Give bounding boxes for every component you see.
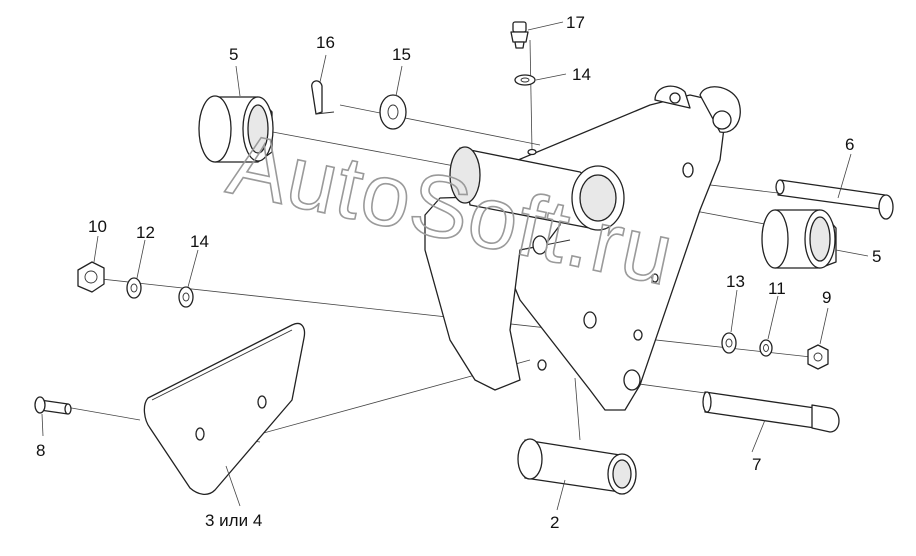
callout-14-top: 14 xyxy=(572,65,591,84)
callout-6: 6 xyxy=(845,135,854,154)
callout-16: 16 xyxy=(316,33,335,52)
grease-fitting-17 xyxy=(510,21,529,49)
nut-9 xyxy=(807,344,829,370)
callout-7: 7 xyxy=(752,455,761,474)
washer-14-top xyxy=(514,74,536,86)
cotter-pin-16 xyxy=(311,80,335,115)
callout-5-right: 5 xyxy=(872,247,881,266)
washer-14-left xyxy=(178,286,194,308)
bushing-2 xyxy=(517,438,637,495)
callout-14-left: 14 xyxy=(190,232,209,251)
callout-5-top: 5 xyxy=(229,45,238,64)
callout-3-or-4: 3 или 4 xyxy=(205,511,262,530)
washer-11 xyxy=(759,339,773,357)
callout-12: 12 xyxy=(136,223,155,242)
callout-labels: 5 16 15 17 14 6 5 10 12 14 13 11 9 7 8 3… xyxy=(36,13,881,532)
washer-15 xyxy=(379,94,407,130)
plate-3-4 xyxy=(143,322,306,495)
bolt-7 xyxy=(702,391,840,433)
callout-15: 15 xyxy=(392,45,411,64)
callout-11: 11 xyxy=(768,279,786,298)
callout-8: 8 xyxy=(36,441,45,460)
callout-leaders xyxy=(41,21,869,511)
callout-13: 13 xyxy=(726,272,745,291)
washer-12 xyxy=(126,277,142,299)
callout-2: 2 xyxy=(550,513,559,532)
main-bracket xyxy=(424,85,741,411)
pin-8 xyxy=(34,396,72,415)
callout-10: 10 xyxy=(88,217,107,236)
washer-13 xyxy=(721,332,737,354)
bushing-5-left xyxy=(198,95,274,163)
pin-6 xyxy=(775,179,894,220)
callout-9: 9 xyxy=(822,288,831,307)
callout-17: 17 xyxy=(566,13,585,32)
nut-10 xyxy=(77,261,105,293)
bushing-5-right xyxy=(761,209,837,269)
